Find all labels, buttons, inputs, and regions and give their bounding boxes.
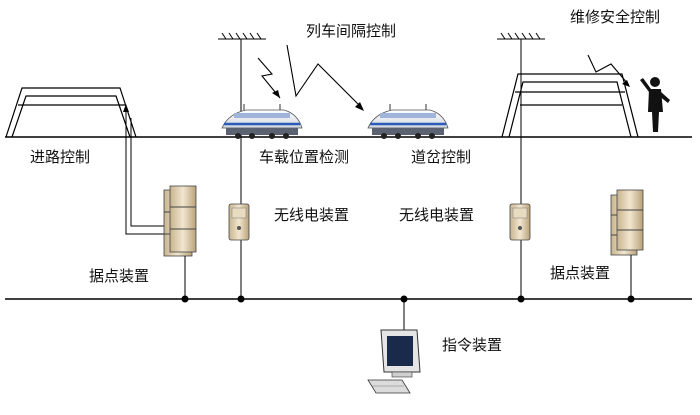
switch-control-label: 道岔控制 [411, 148, 472, 166]
train-icon [367, 104, 449, 139]
route-control-link-inner [130, 118, 168, 227]
lightning-icon [587, 54, 629, 85]
antenna-icon [497, 32, 545, 299]
radio-device-right-label: 无线电装置 [399, 206, 475, 224]
radio-device-left-label: 无线电装置 [274, 206, 350, 224]
left-gate-structure [5, 87, 137, 138]
cabinet-icon [610, 189, 644, 256]
computer-icon [367, 329, 421, 394]
onboard-position-detection-label: 车载位置检测 [259, 148, 350, 166]
route-control-link [125, 110, 168, 235]
right-gate-structure [501, 73, 639, 138]
train-interval-control-label: 列车间隔控制 [306, 22, 397, 40]
lightning-icon [286, 44, 363, 109]
command-device-label: 指令装置 [442, 336, 503, 354]
maintenance-safety-control-label: 维修安全控制 [570, 8, 661, 26]
lightning-icon [257, 57, 281, 99]
radio-unit-icon [228, 203, 250, 241]
cabinet-icon [163, 185, 197, 257]
train-icon [221, 104, 303, 139]
radio-unit-icon [509, 203, 531, 241]
worker-icon [640, 77, 670, 132]
antenna-icon [218, 32, 266, 299]
route-control-label: 进路控制 [30, 148, 91, 166]
base-device-left-label: 据点装置 [89, 267, 150, 285]
base-device-right-label: 据点装置 [550, 264, 611, 282]
